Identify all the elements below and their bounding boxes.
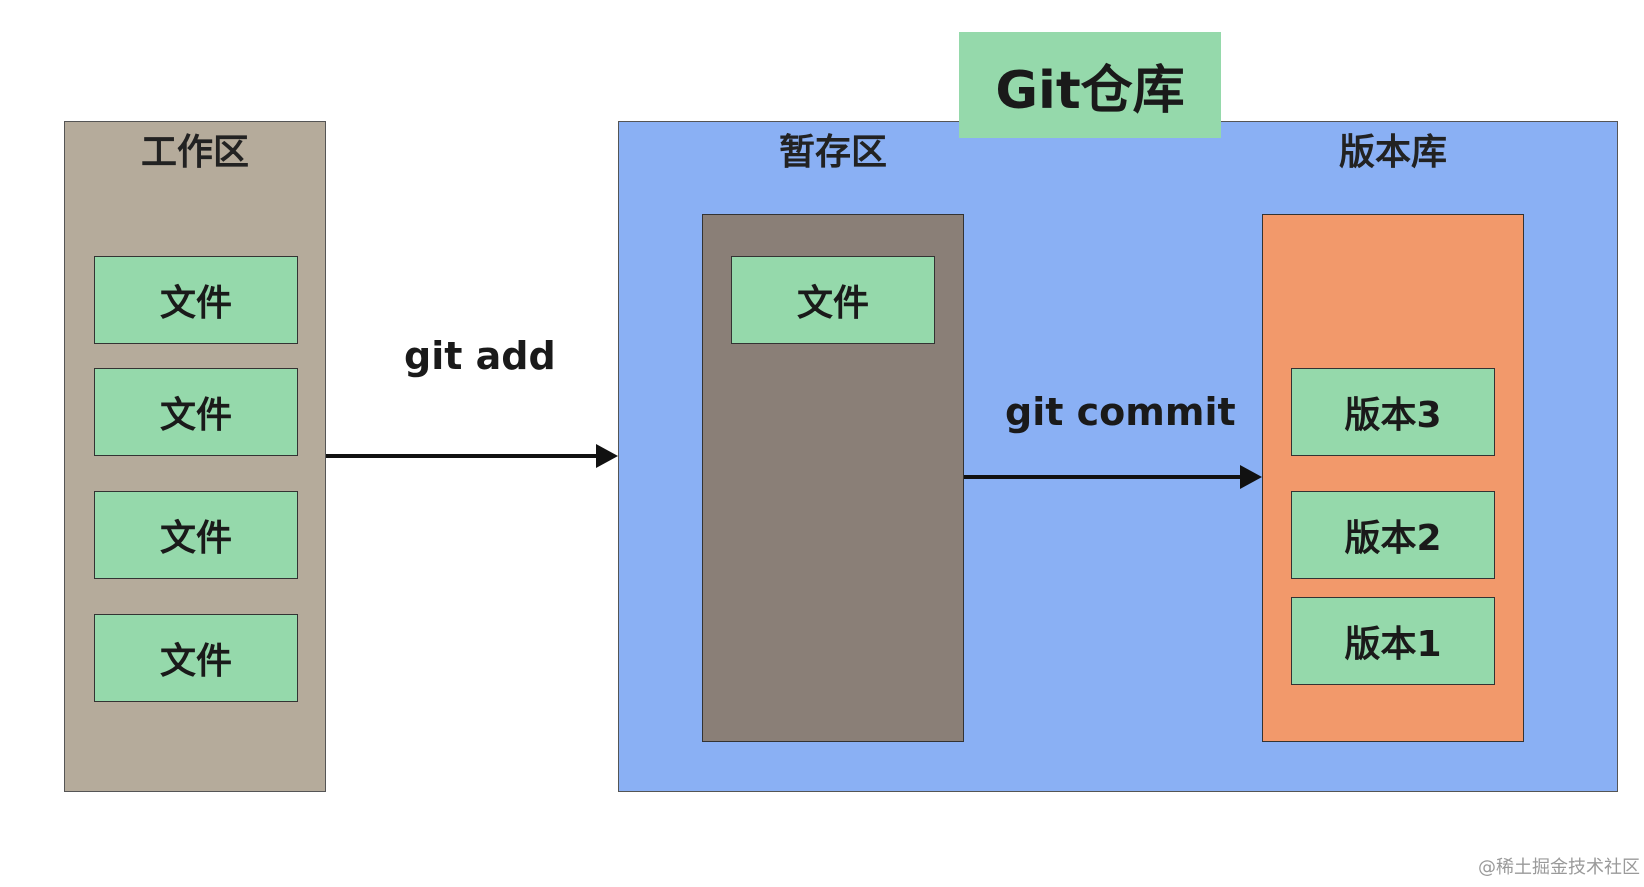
- workspace-file: 文件: [94, 256, 298, 344]
- git-commit-arrow: [964, 465, 1262, 489]
- workspace-file: 文件: [94, 614, 298, 702]
- version-box-1: 版本1: [1291, 597, 1495, 685]
- version-box-3: 版本3: [1291, 368, 1495, 456]
- watermark: @稀土掘金技术社区: [1478, 857, 1640, 878]
- workspace-title: 工作区: [140, 132, 249, 173]
- version-box-2: 版本2: [1291, 491, 1495, 579]
- staging-file: 文件: [731, 256, 935, 344]
- versions-title: 版本库: [1338, 132, 1447, 173]
- git-add-arrow: [326, 444, 618, 468]
- workspace-file: 文件: [94, 368, 298, 456]
- git-commit-label: git commit: [1005, 390, 1236, 434]
- git-add-label: git add: [404, 334, 556, 378]
- repository-title: Git仓库: [959, 32, 1221, 138]
- staging-title: 暂存区: [778, 132, 887, 173]
- workspace-file: 文件: [94, 491, 298, 579]
